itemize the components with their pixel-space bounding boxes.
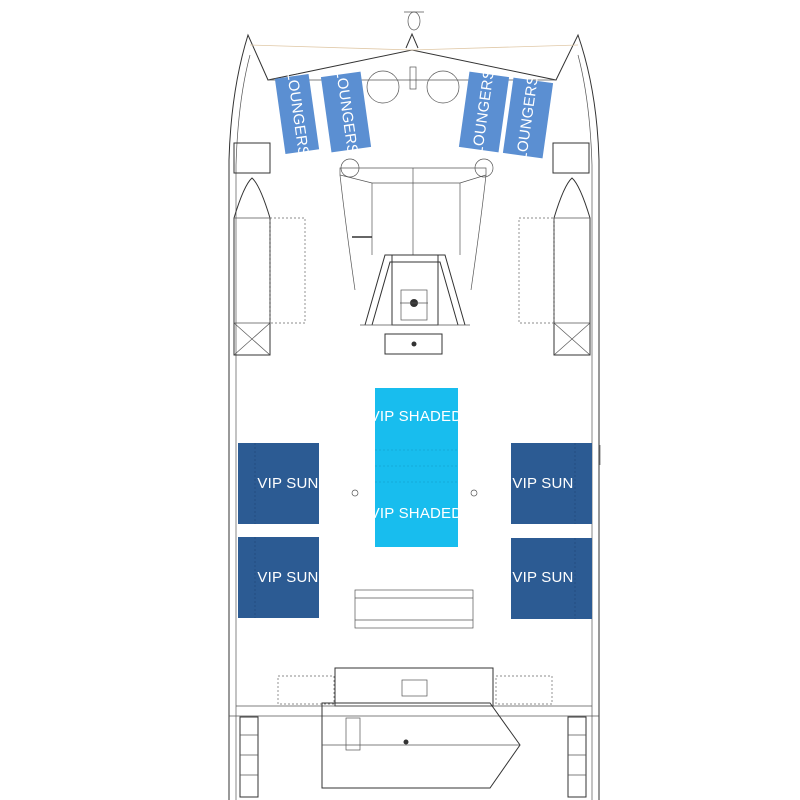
lounger-seat-3[interactable]: LOUNGERS: [458, 67, 510, 158]
hull-outline: [228, 11, 600, 800]
side-boxes: [233, 142, 591, 356]
vip-sun-seat-4[interactable]: VIP SUN: [511, 538, 592, 619]
lounger-seat-4[interactable]: LOUNGERS: [502, 73, 554, 164]
vip-sun-seat-3[interactable]: VIP SUN: [238, 537, 319, 618]
vip-sun-label: VIP SUN: [257, 475, 318, 492]
vip-sun-label: VIP SUN: [257, 569, 318, 586]
stern-area: [229, 667, 599, 798]
vip-shaded-label: VIP SHADED: [370, 408, 463, 425]
vip-sun-seat-2[interactable]: VIP SUN: [511, 443, 592, 524]
helm-console: [339, 158, 494, 355]
vip-sun-label: VIP SUN: [512, 569, 573, 586]
vip-shaded-label: VIP SHADED: [370, 505, 463, 522]
vip-sun-label: VIP SUN: [512, 475, 573, 492]
lounger-seat-2[interactable]: LOUNGERS: [320, 67, 372, 158]
vip-shaded-area[interactable]: VIP SHADED VIP SHADED: [370, 388, 463, 547]
deck-fittings: [351, 445, 601, 629]
lounger-seat-1[interactable]: LOUNGERS: [274, 69, 320, 159]
bow-hatches: [366, 66, 460, 104]
vip-sun-seat-1[interactable]: VIP SUN: [238, 443, 319, 524]
